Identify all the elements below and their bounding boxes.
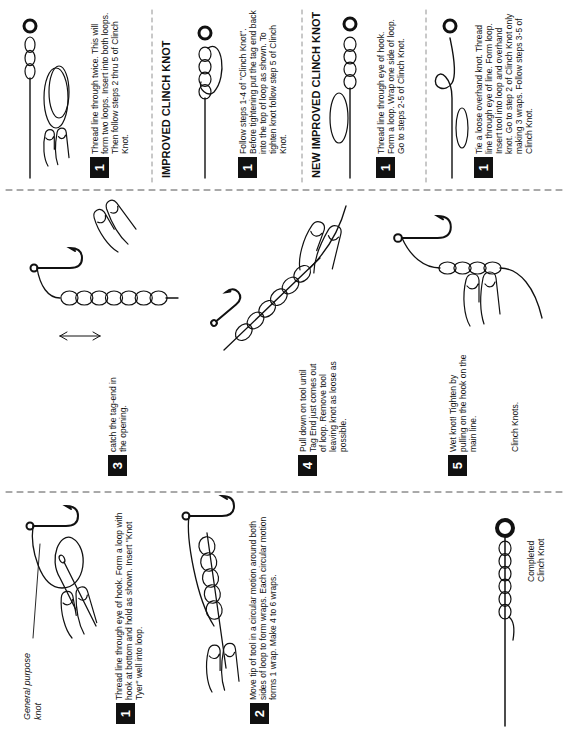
step-number-box: 1 bbox=[376, 157, 395, 178]
caption-text: Completed Clinch Knot bbox=[526, 522, 546, 582]
step-number: 1 bbox=[93, 164, 106, 171]
line-loop bbox=[291, 262, 314, 285]
line-loop bbox=[44, 68, 68, 128]
note-text: Clinch Knots. bbox=[510, 352, 520, 452]
callout-label: General purpose knot bbox=[22, 642, 43, 720]
line-art bbox=[33, 544, 40, 638]
hand-drawing bbox=[464, 272, 500, 326]
hook-eye-ring bbox=[497, 520, 513, 536]
hand-outline bbox=[44, 128, 69, 166]
hook-drawing bbox=[183, 496, 235, 520]
step-number: 1 bbox=[477, 164, 490, 171]
line-loop bbox=[49, 66, 69, 118]
step-number: 5 bbox=[451, 462, 464, 469]
line-art bbox=[200, 46, 222, 94]
step-text: Thread line through eye of hook. Form a … bbox=[114, 500, 144, 700]
section-heading: IMPROVED CLINCH KNOT bbox=[160, 8, 173, 178]
step-number: 1 bbox=[241, 164, 254, 171]
line-art bbox=[152, 6, 153, 182]
line-loop bbox=[344, 37, 356, 51]
section-heading: NEW IMPROVED CLINCH KNOT bbox=[310, 8, 323, 178]
hand-drawing bbox=[58, 585, 98, 639]
step-number: 3 bbox=[111, 462, 124, 469]
step-text: catch the tag-end in the opening. bbox=[108, 372, 128, 452]
hand-outline bbox=[464, 272, 500, 326]
line-loop bbox=[150, 291, 167, 305]
step-number-box: 1 bbox=[474, 157, 493, 178]
step-number: 2 bbox=[253, 710, 266, 717]
step-text: Move tip of tool in a circular motion ar… bbox=[248, 500, 278, 700]
line-art bbox=[6, 190, 564, 191]
line-art bbox=[509, 617, 514, 640]
hook-shank bbox=[38, 248, 83, 268]
line-loop bbox=[199, 47, 211, 61]
line-art bbox=[64, 562, 96, 626]
step-number-box: 4 bbox=[298, 455, 317, 476]
step-number-box: 1 bbox=[90, 157, 109, 178]
hook-drawing bbox=[31, 248, 83, 272]
step-number-box: 1 bbox=[238, 157, 257, 178]
step-text: Thread line through eye of hook. Form a … bbox=[376, 10, 406, 154]
hook-drawing bbox=[27, 506, 79, 530]
hook-drawing bbox=[202, 286, 246, 327]
hand-drawing bbox=[294, 217, 346, 280]
line-loop bbox=[456, 108, 468, 148]
line-loop bbox=[499, 541, 511, 556]
line-art bbox=[37, 268, 60, 298]
step-number-box: 1 bbox=[116, 703, 135, 724]
hand-outline bbox=[294, 217, 346, 280]
step-number: 4 bbox=[301, 462, 314, 469]
line-art bbox=[500, 268, 542, 318]
line-loop bbox=[330, 93, 348, 143]
hand-drawing bbox=[44, 128, 69, 166]
hook-eye-ring bbox=[199, 27, 211, 39]
step-text: Pull down on tool until Tag End just com… bbox=[298, 360, 348, 452]
line-art bbox=[60, 332, 100, 340]
hook-eye-ring bbox=[24, 20, 36, 32]
step-number-box: 5 bbox=[448, 455, 467, 476]
line-art bbox=[224, 258, 320, 350]
hook-shank bbox=[402, 216, 451, 238]
line-art bbox=[302, 6, 303, 182]
line-loop bbox=[198, 536, 216, 556]
step-number: 1 bbox=[119, 710, 132, 717]
hook-shank bbox=[206, 286, 244, 321]
line-art bbox=[349, 88, 350, 178]
step-text: Thread line through twice. This will for… bbox=[90, 10, 130, 154]
hook-eye bbox=[394, 234, 402, 242]
step-text: Tie a loose overhand knot. Thread line t… bbox=[474, 10, 534, 154]
step-number: 1 bbox=[379, 164, 392, 171]
line-loop bbox=[25, 37, 35, 52]
line-art bbox=[29, 78, 30, 178]
hook-shank bbox=[34, 506, 79, 526]
step-number-box: 3 bbox=[108, 455, 127, 476]
line-art bbox=[402, 238, 440, 268]
hand-drawing bbox=[89, 196, 141, 254]
hook-shank bbox=[190, 496, 235, 516]
hand-outline bbox=[58, 585, 98, 639]
hand-outline bbox=[89, 196, 141, 254]
step-text: Follow steps 1-4 of "Clinch Knot". Befor… bbox=[238, 10, 288, 154]
line-art bbox=[6, 492, 564, 493]
line-art bbox=[435, 38, 454, 178]
line-art bbox=[166, 297, 178, 298]
step-text: Wet knot! Tighten by pulling on the hook… bbox=[448, 352, 478, 452]
hand-drawing bbox=[207, 643, 239, 692]
line-loop bbox=[58, 554, 66, 563]
line-art bbox=[204, 98, 205, 178]
hook-eye-ring bbox=[444, 20, 456, 32]
hand-outline bbox=[207, 643, 239, 692]
hook-eye-ring bbox=[344, 18, 356, 30]
line-art bbox=[426, 6, 427, 182]
step-number-box: 2 bbox=[250, 703, 269, 724]
